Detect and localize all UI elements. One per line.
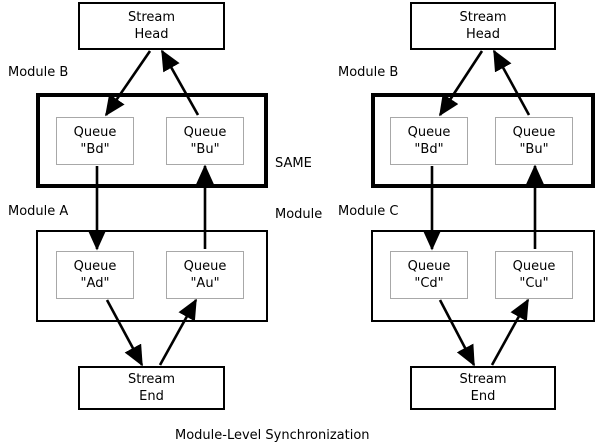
left-queue-ad-line1: Queue xyxy=(73,259,117,274)
left-queue-au-line1: Queue xyxy=(183,259,227,274)
left-queue-bd: Queue "Bd" xyxy=(56,117,134,165)
right-stream-end-line1: Stream xyxy=(459,372,507,387)
right-module-c-container xyxy=(371,230,595,322)
left-queue-bd-line1: Queue xyxy=(73,125,117,140)
left-queue-au-line2: "Au" xyxy=(190,276,220,291)
right-lower-module-label: Module C xyxy=(338,204,399,219)
left-queue-au: Queue "Au" xyxy=(166,251,244,299)
left-queue-bu: Queue "Bu" xyxy=(166,117,244,165)
right-queue-bu-line2: "Bu" xyxy=(519,142,549,157)
left-queue-ad-line2: "Ad" xyxy=(80,276,110,291)
left-upper-module-label: Module B xyxy=(8,65,69,80)
right-stream-end: Stream End xyxy=(410,366,556,410)
same-module-note-line2: Module xyxy=(275,207,323,222)
left-queue-bu-line2: "Bu" xyxy=(190,142,220,157)
right-queue-bu: Queue "Bu" xyxy=(495,117,573,165)
left-module-a-container xyxy=(36,230,268,322)
left-stream-head: Stream Head xyxy=(78,2,225,50)
same-module-note: SAME Module xyxy=(275,121,322,257)
figure-caption: Module-Level Synchronization xyxy=(175,428,370,443)
right-queue-cu-line1: Queue xyxy=(512,259,556,274)
right-queue-cd-line2: "Cd" xyxy=(414,276,444,291)
left-stream-end: Stream End xyxy=(78,366,225,410)
right-queue-cu-line2: "Cu" xyxy=(519,276,549,291)
right-queue-bd-line2: "Bd" xyxy=(414,142,444,157)
left-stream-end-line1: Stream xyxy=(127,372,176,387)
right-stream-head-line1: Stream xyxy=(459,10,507,25)
right-upper-module-label: Module B xyxy=(338,65,399,80)
right-stream-head-line2: Head xyxy=(466,27,500,42)
right-module-b-container xyxy=(371,93,595,188)
right-queue-bd: Queue "Bd" xyxy=(390,117,468,165)
right-queue-bd-line1: Queue xyxy=(407,125,451,140)
same-module-note-line1: SAME xyxy=(275,156,312,171)
left-queue-ad: Queue "Ad" xyxy=(56,251,134,299)
left-queue-bu-line1: Queue xyxy=(183,125,227,140)
right-queue-cu: Queue "Cu" xyxy=(495,251,573,299)
right-queue-cd: Queue "Cd" xyxy=(390,251,468,299)
left-lower-module-label: Module A xyxy=(8,204,69,219)
left-stream-head-line1: Stream xyxy=(127,10,176,25)
left-queue-bd-line2: "Bd" xyxy=(80,142,110,157)
left-stream-end-line2: End xyxy=(139,389,164,404)
right-queue-cd-line1: Queue xyxy=(407,259,451,274)
right-queue-bu-line1: Queue xyxy=(512,125,556,140)
right-stream-head: Stream Head xyxy=(410,2,556,50)
left-stream-head-line2: Head xyxy=(134,27,169,42)
left-module-b-container xyxy=(36,93,268,188)
right-stream-end-line2: End xyxy=(470,389,496,404)
